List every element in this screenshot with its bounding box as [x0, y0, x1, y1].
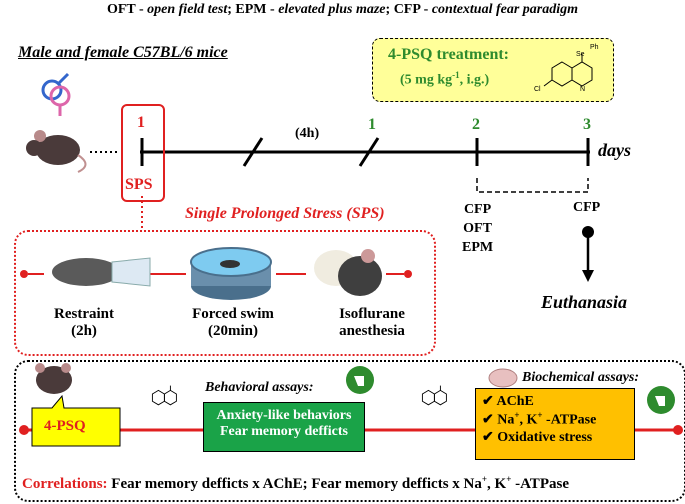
brain-icon [488, 368, 518, 388]
procedure-forced-swim: Forced swim(20min) [192, 306, 274, 339]
biochemical-title: Biochemical assays: [522, 370, 640, 385]
treatment-box [372, 38, 614, 102]
behavior-fear: Fear memory defficts [219, 424, 349, 439]
thumbs-down-icon-2 [647, 386, 675, 414]
test-cfp: CFP [463, 202, 492, 217]
abbreviation-legend: OFT - open field test; EPM - elevated pl… [106, 2, 579, 17]
sps-day: 1 [137, 114, 145, 131]
assay-line [19, 425, 683, 435]
interval-label: (4h) [295, 126, 320, 141]
sps-highlight-box [121, 104, 165, 202]
sps-panel [14, 230, 436, 356]
psq-structure-icon-small-2 [421, 385, 447, 406]
treatment-dose: (5 mg kg-1, i.g.) [400, 70, 490, 88]
oft-text: open field test [147, 2, 228, 17]
cfp-text: contextual fear paradigm [431, 2, 579, 17]
test-epm: EPM [462, 240, 494, 255]
psq-callout [31, 394, 121, 447]
correlations-label: Correlations: [22, 476, 108, 492]
correlations-line: Correlations: Fear memory defficts x ACh… [22, 474, 569, 493]
epm-code: EPM [235, 2, 267, 17]
test-oft: OFT [463, 221, 492, 236]
procedure-restraint: Restraint(2h) [54, 306, 114, 339]
day-2-label: 2 [472, 116, 480, 133]
psq-drug-label: 4-PSQ [44, 418, 86, 434]
sps-label: SPS [125, 176, 153, 193]
behavioral-title: Behavioral assays: [205, 380, 314, 395]
ph-label: Ph [590, 44, 599, 51]
treatment-bracket [476, 178, 589, 193]
oft-code: OFT [106, 2, 136, 17]
biochem-oxidative: ✔ Oxidative stress [482, 429, 593, 445]
biochemical-box: ✔ AChE ✔ Na+, K+ -ATPase ✔ Oxidative str… [475, 388, 635, 460]
biochem-ache: ✔ AChE [482, 394, 534, 409]
mouse-icon-bottom [35, 363, 72, 394]
isoflurane-mouse-icon [314, 249, 382, 296]
forced-swim-icon [190, 247, 272, 300]
euthanasia-arrowhead [582, 270, 594, 282]
behavior-anxiety: Anxiety-like behaviors [216, 408, 352, 423]
biochem-atpase: ✔ Na+, K+ -ATPase [482, 410, 597, 428]
mouse-icon [26, 130, 87, 173]
cfp-code: CFP [393, 2, 421, 17]
thumbs-down-icon [346, 366, 374, 394]
day-3-test: CFP [573, 200, 601, 215]
correlation-1: Fear memory defficts x AChE; [111, 476, 308, 492]
day-2-tests: CFP OFT EPM [462, 200, 493, 257]
treatment-title: 4-PSQ treatment: [388, 46, 509, 63]
day-1-label: 1 [368, 116, 376, 133]
day-3-label: 3 [583, 116, 591, 133]
euthanasia-label: Euthanasia [541, 292, 628, 312]
gender-icon [41, 72, 71, 116]
psq-structure-icon [543, 54, 593, 87]
timeline-break-2 [358, 137, 380, 167]
behavioral-box: Anxiety-like behaviors Fear memory deffi… [203, 402, 365, 452]
cl-label: Cl [534, 86, 541, 93]
epm-text: elevated plus maze [278, 2, 386, 17]
correlation-2: Fear memory defficts x Na+, K+ -ATPase [311, 474, 569, 492]
days-unit: days [598, 140, 631, 160]
timeline-break-1 [242, 137, 264, 167]
sps-procedure-line [20, 270, 412, 278]
se-label: Se [576, 51, 585, 58]
n-label: N [580, 86, 585, 93]
sps-title: Single Prolonged Stress (SPS) [185, 205, 385, 222]
psq-structure-icon-small-1 [151, 385, 177, 406]
mice-title: Male and female C57BL/6 mice [18, 44, 228, 61]
restraint-tube-icon [52, 257, 151, 287]
